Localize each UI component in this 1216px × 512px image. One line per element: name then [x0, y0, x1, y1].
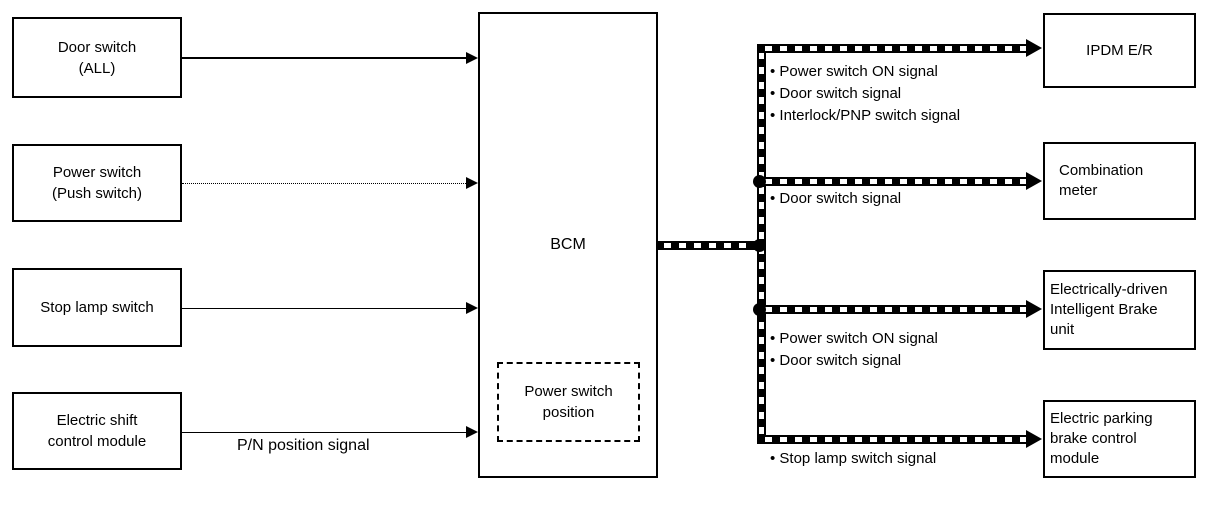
arrowhead-icon — [1026, 172, 1042, 190]
can-line-to-ipdm — [757, 44, 1027, 53]
node-combination-meter: Combination meter — [1043, 142, 1196, 220]
signal-label: • Door switch signal — [770, 85, 902, 102]
arrow-door-switch-to-bcm — [182, 57, 468, 59]
arrowhead-icon — [1026, 430, 1042, 448]
signal-label: • Door switch signal — [770, 352, 902, 369]
signal-label: • Interlock/PNP switch signal — [770, 107, 961, 124]
can-line-to-parking-brake — [757, 435, 1027, 444]
can-line-bcm-feed — [656, 241, 764, 250]
node-intelligent-brake-unit: Electrically-driven Intelligent Brake un… — [1043, 270, 1196, 350]
node-combination-meter-label: Combination meter — [1059, 162, 1144, 199]
node-power-switch: Power switch (Push switch) — [12, 144, 182, 222]
can-line-to-combination-meter — [757, 177, 1027, 186]
node-door-switch: Door switch (ALL) — [12, 17, 182, 98]
arrowhead-icon — [466, 52, 478, 64]
junction-dot-icon — [753, 303, 766, 316]
node-bcm: BCM Power switch position — [478, 12, 658, 478]
arrow-stop-lamp-switch-to-bcm — [182, 308, 468, 309]
node-electric-shift-control-module: Electric shift control module — [12, 392, 182, 470]
arrow-power-switch-to-bcm — [182, 183, 468, 184]
pn-position-signal-label: P/N position signal — [237, 437, 370, 454]
node-power-switch-position: Power switch position — [497, 362, 640, 442]
arrowhead-icon — [1026, 39, 1042, 57]
arrowhead-icon — [466, 426, 478, 438]
junction-dot-icon — [753, 239, 766, 252]
node-stop-lamp-switch-label: Stop lamp switch — [40, 299, 154, 316]
node-electric-parking-brake-label: Electric parking brake control module — [1050, 410, 1153, 467]
arrowhead-icon — [466, 177, 478, 189]
node-door-switch-label: Door switch (ALL) — [57, 38, 137, 77]
signal-group-ipdm: • Power switch ON signal • Door switch si… — [770, 61, 960, 127]
signal-group-brake-unit: • Power switch ON signal • Door switch si… — [770, 328, 938, 372]
node-ipdm-er-label: IPDM E/R — [1086, 42, 1153, 59]
node-bcm-label: BCM — [550, 236, 586, 253]
signal-group-parking-brake: • Stop lamp switch signal — [770, 448, 936, 470]
node-power-switch-label: Power switch (Push switch) — [51, 164, 143, 202]
signal-group-combination-meter: • Door switch signal — [770, 188, 901, 210]
arrowhead-icon — [1026, 300, 1042, 318]
signal-label: • Door switch signal — [770, 190, 902, 207]
signal-label: • Stop lamp switch signal — [770, 450, 937, 467]
node-electric-parking-brake: Electric parking brake control module — [1043, 400, 1196, 478]
node-ipdm-er: IPDM E/R — [1043, 13, 1196, 88]
node-stop-lamp-switch: Stop lamp switch — [12, 268, 182, 347]
junction-dot-icon — [753, 175, 766, 188]
node-power-switch-position-label: Power switch position — [524, 383, 613, 421]
signal-label: • Power switch ON signal — [770, 330, 938, 347]
signal-label: • Power switch ON signal — [770, 63, 938, 80]
can-line-to-brake-unit — [757, 305, 1027, 314]
node-electric-shift-control-module-label: Electric shift control module — [47, 412, 147, 450]
node-intelligent-brake-unit-label: Electrically-driven Intelligent Brake un… — [1050, 281, 1168, 338]
arrow-electric-shift-to-bcm — [182, 432, 468, 433]
arrowhead-icon — [466, 302, 478, 314]
